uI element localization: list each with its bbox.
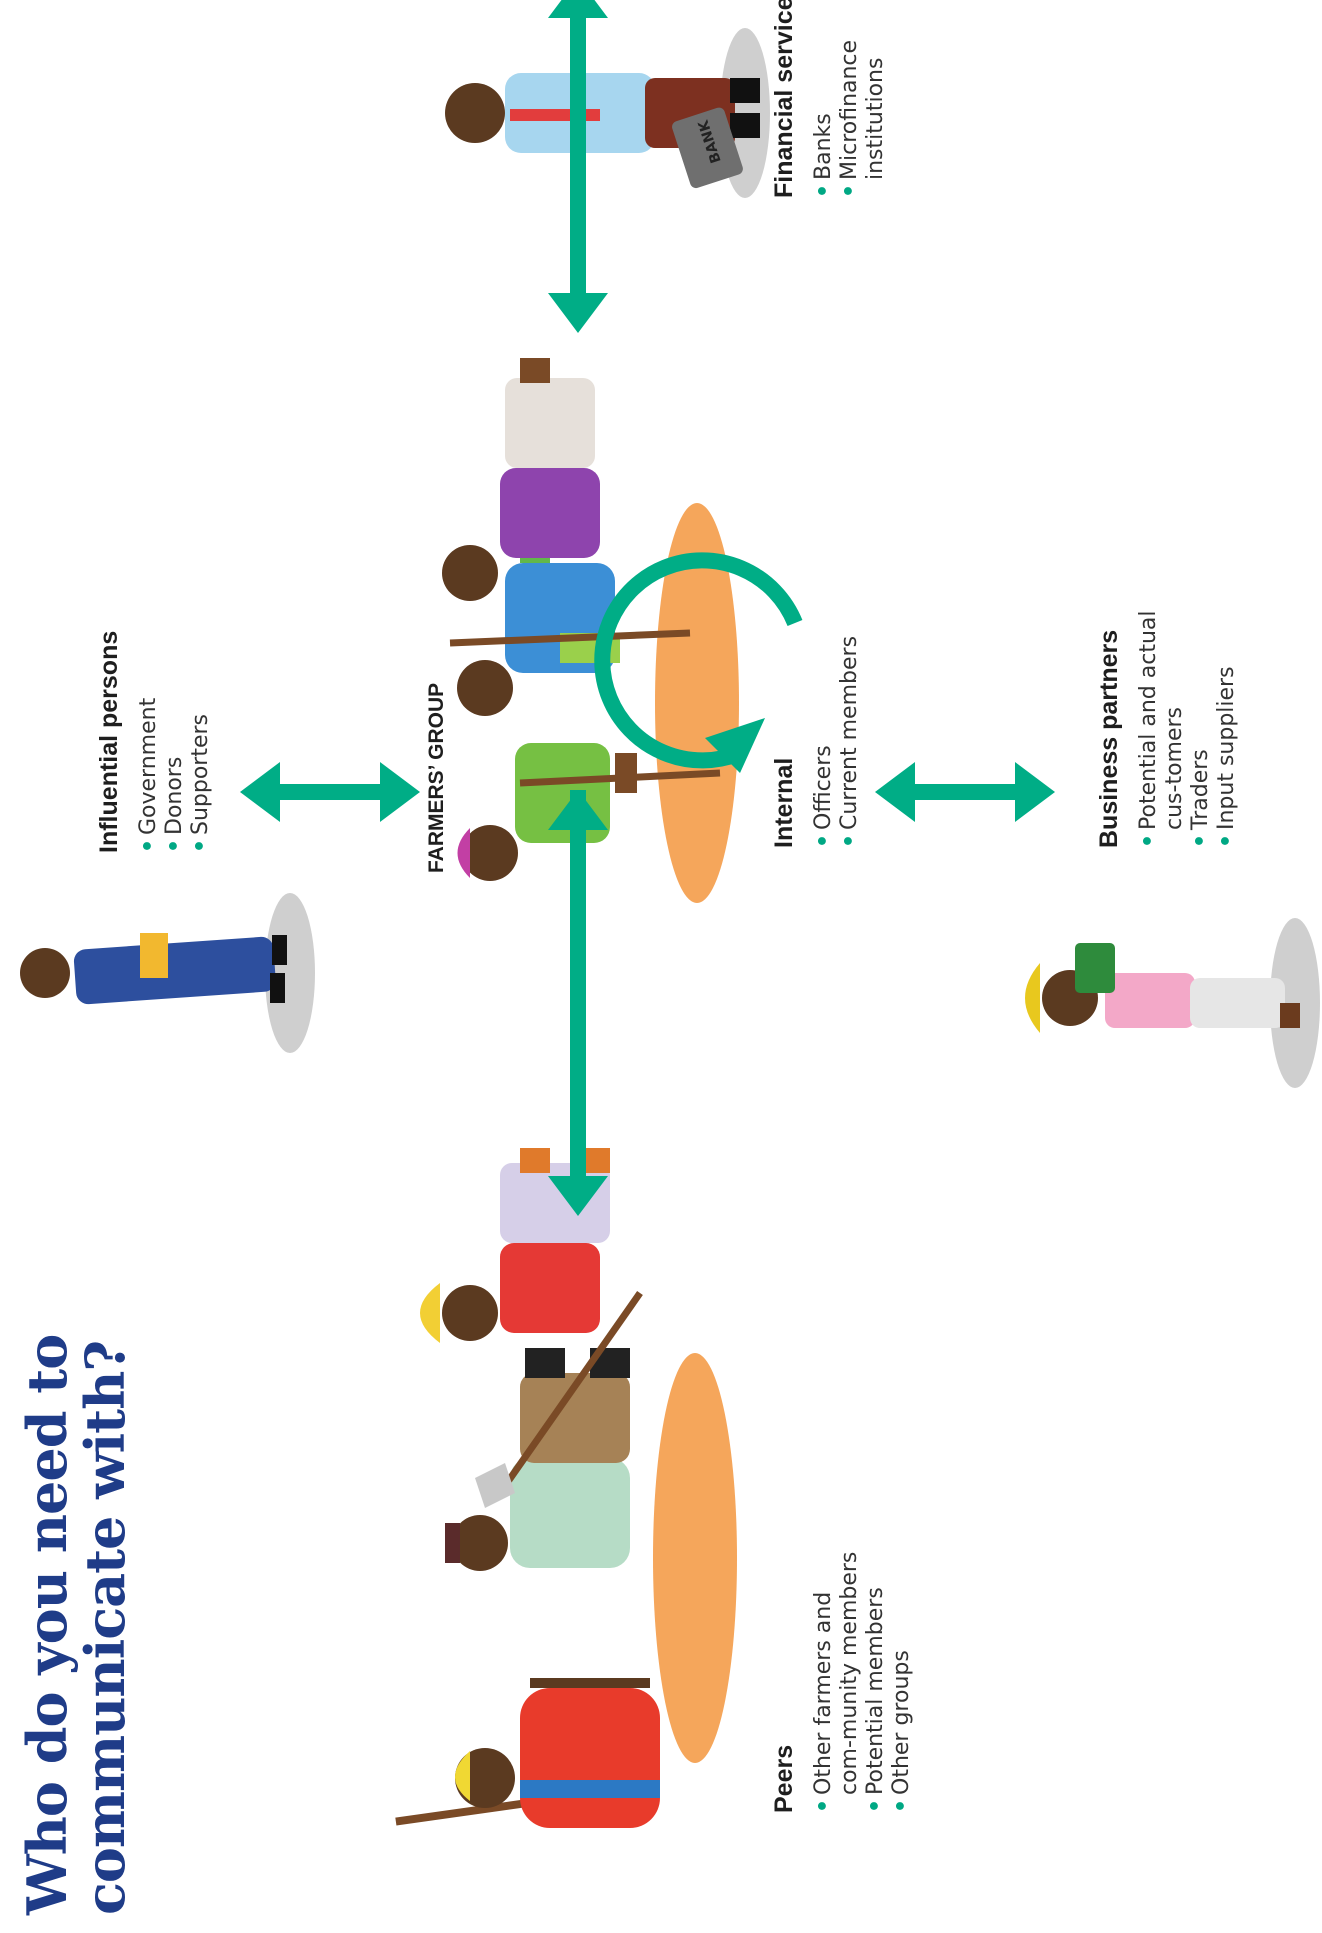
list-item: Government	[136, 631, 162, 853]
internal-list: Officers Current members	[811, 636, 863, 848]
list-item: Microfinance institutions	[837, 30, 889, 198]
list-item: Input suppliers	[1214, 590, 1240, 848]
peer-figure-1	[395, 1678, 660, 1828]
peers-ground	[653, 1353, 737, 1763]
financial-figure: BANK	[445, 73, 760, 189]
list-item: Banks	[811, 0, 837, 198]
arrow-internal-cycle	[594, 552, 803, 773]
influential-box: Influential persons Government Donors Su…	[95, 631, 214, 853]
business-box: Business partners Potential and actual c…	[1095, 590, 1240, 849]
list-item: Supporters	[188, 631, 214, 853]
influential-list: Government Donors Supporters	[136, 631, 214, 853]
farmers-group-label: FARMERS’ GROUP	[425, 682, 448, 873]
list-item: Current members	[837, 636, 863, 848]
internal-box: Internal Officers Current members	[770, 636, 863, 848]
group-figure-3	[442, 358, 600, 601]
financial-heading: Financial services	[770, 0, 798, 198]
financial-list: Banks Microfinance institutions	[811, 0, 889, 198]
business-heading: Business partners	[1095, 629, 1123, 848]
peer-figure-3	[420, 1148, 643, 1508]
peer-figure-2	[445, 1348, 630, 1571]
arrow-group-financial	[548, 0, 608, 333]
peers-list: Other farmers and com-munity members Pot…	[811, 1545, 915, 1813]
peers-heading: Peers	[770, 1744, 798, 1813]
business-figure	[1025, 943, 1300, 1033]
list-item: Other farmers and com-munity members	[811, 1545, 863, 1813]
influential-ground	[265, 893, 315, 1053]
list-item: Traders	[1188, 590, 1214, 848]
list-item: Officers	[811, 636, 837, 848]
list-item: Potential members	[863, 1545, 889, 1813]
influential-heading: Influential persons	[95, 630, 123, 853]
list-item: Donors	[162, 631, 188, 853]
group-ground	[655, 503, 739, 903]
influential-figure	[20, 933, 287, 1005]
internal-heading: Internal	[770, 757, 798, 848]
arrow-peers-group	[548, 790, 608, 1216]
arrow-influential-group	[240, 762, 420, 822]
financial-box: Financial services Banks Microfinance in…	[770, 0, 889, 198]
arrow-group-business	[875, 762, 1055, 822]
business-list: Potential and actual cus-tomers Traders …	[1136, 590, 1240, 848]
list-item: Other groups	[889, 1545, 915, 1813]
list-item: Potential and actual cus-tomers	[1136, 590, 1188, 848]
peers-box: Peers Other farmers and com-munity membe…	[770, 1545, 915, 1813]
